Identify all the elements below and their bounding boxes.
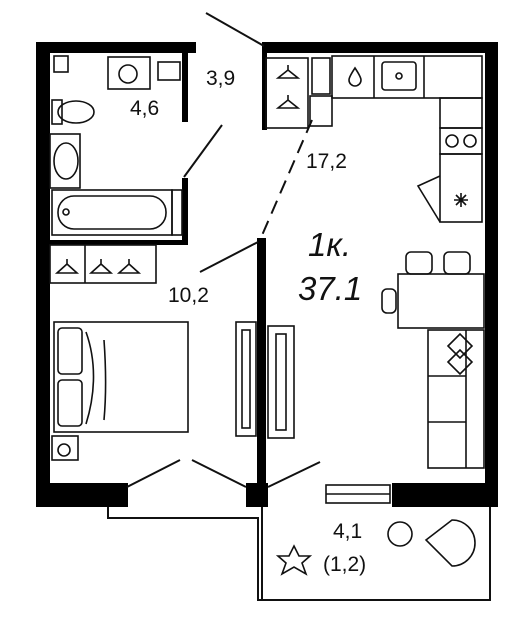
wall-left (36, 42, 50, 507)
door-balcony-swing (267, 461, 321, 488)
cabinet-right (439, 97, 483, 129)
wall-bottom-right (392, 483, 498, 507)
tv-unit-left (235, 321, 257, 437)
dining (381, 251, 485, 329)
wall-bath-side (182, 178, 188, 245)
area-label-kitchen-living: 17,2 (306, 150, 347, 173)
boiler-panel (309, 95, 333, 127)
snowflake-icon (454, 193, 468, 207)
bathtub-inner (57, 195, 167, 230)
pillow-icon (446, 332, 474, 360)
chair-left (381, 288, 397, 314)
tv-screen-left (241, 329, 251, 429)
bath-side-panel (171, 189, 183, 236)
tv-unit-right (267, 325, 295, 439)
burner-icon (463, 134, 477, 148)
door-mid-swing (191, 459, 247, 488)
hanger-icon (275, 95, 301, 109)
utility-box (53, 55, 69, 73)
blanket-fold (85, 331, 107, 425)
pillow (57, 327, 83, 375)
lamp-icon (57, 443, 71, 457)
door-wc-swing (205, 12, 265, 47)
bathroom-fixtures (49, 55, 183, 236)
kitchen (331, 55, 483, 223)
wall-bath-partition (182, 42, 188, 122)
wall-bottom-mid (246, 483, 268, 507)
wall-bottom-left (36, 483, 128, 507)
partition-diag (199, 241, 259, 273)
fridge-door (416, 175, 441, 223)
tv-screen-right (275, 333, 287, 431)
burner-icon (445, 134, 459, 148)
bed (53, 321, 189, 433)
toilet-tank (51, 99, 63, 125)
area-label-hall: 10,2 (168, 284, 209, 307)
chair-top (405, 251, 433, 275)
washing-machine (107, 56, 151, 90)
dining-table (397, 273, 485, 329)
door-bath-swing (183, 124, 223, 178)
door-left-swing (126, 459, 181, 488)
sink-counter (49, 133, 81, 189)
total-area-label: 37.1 (298, 270, 363, 307)
shelf (157, 61, 181, 81)
wardrobe-entrance-box (265, 57, 309, 129)
wall-center (257, 238, 266, 486)
area-label-wc: 3,9 (206, 67, 236, 90)
wardrobe-entrance (265, 57, 333, 129)
divider-dashed (259, 119, 313, 241)
wall-top-left (36, 42, 196, 53)
wardrobe-hall (49, 244, 157, 284)
bathtub-drain-icon (62, 208, 70, 216)
wall-right (485, 42, 498, 507)
armchair-icon (424, 519, 476, 567)
sink-icon (53, 142, 79, 180)
chair-top (443, 251, 471, 275)
wall-top-right (262, 42, 498, 53)
round-table-icon (387, 521, 413, 547)
lines (107, 12, 491, 601)
balcony-items (275, 484, 476, 576)
oven (439, 153, 483, 223)
boiler (311, 57, 331, 95)
hanger-icon (54, 259, 80, 274)
pillow (57, 379, 83, 427)
tv-wall (235, 321, 295, 439)
area-label-balcony-reduced: (1,2) (323, 553, 367, 576)
wall-bath-bottom (50, 240, 188, 245)
area-label-bathroom: 4,6 (130, 97, 160, 120)
walls (36, 42, 498, 507)
wall-upper-partition (262, 42, 267, 130)
sofa (427, 329, 485, 469)
sofa-frame (427, 329, 485, 469)
bedroom (51, 321, 189, 461)
kitchen-sink-icon (381, 61, 417, 91)
kitchen-counter (331, 55, 483, 99)
hanger-icon (88, 259, 114, 274)
drop-icon (348, 66, 362, 87)
apartment-type-label: 1к. (308, 226, 352, 263)
pillow-icon (446, 348, 474, 376)
area-label-balcony: 4,1 (333, 520, 363, 543)
nightstand (51, 435, 79, 461)
toilet-icon (57, 100, 95, 124)
hanger-icon (116, 259, 142, 274)
faucet-icon (395, 72, 403, 80)
wardrobe-hall-box (49, 244, 157, 284)
hanger-icon (275, 65, 301, 79)
washing-machine-drum-icon (118, 64, 138, 84)
plant-icon (275, 544, 313, 576)
balcony-outline (107, 507, 491, 601)
